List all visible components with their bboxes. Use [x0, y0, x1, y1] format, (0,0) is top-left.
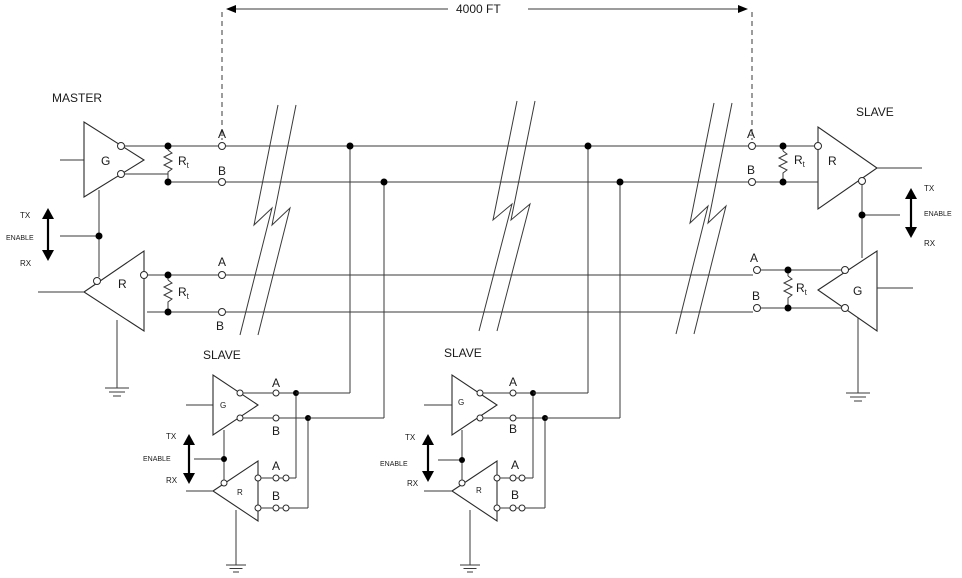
- slave-2-a-bottom: A: [511, 458, 519, 472]
- slave-right-receiver: [817, 125, 878, 211]
- distance-label: 4000 FT: [456, 2, 501, 16]
- master-rt-label-top: Rt: [178, 154, 190, 170]
- slave-2-title: SLAVE: [444, 346, 482, 360]
- slave-2-b-top: B: [509, 422, 517, 436]
- slave-right-rt-label-top: Rt: [794, 153, 806, 169]
- master-enable: ENABLE: [6, 235, 34, 242]
- distance-dimension: 4000 FT: [221, 2, 753, 140]
- master-title: MASTER: [52, 91, 102, 105]
- master-driver-label: G: [101, 154, 110, 168]
- master-rx: RX: [20, 259, 32, 268]
- master-node: MASTER G R Rt Rt: [6, 91, 226, 397]
- slave-right-rt-label-bottom: Rt: [796, 281, 808, 297]
- slave-1-node: SLAVE G R A B A: [143, 348, 384, 573]
- slave-1-receiver-label: R: [237, 488, 243, 497]
- slave-2-driver-label: G: [458, 398, 464, 407]
- master-a-bottom: A: [218, 255, 226, 269]
- slave-1-b-bottom: B: [272, 489, 280, 503]
- slave-2-driver: [451, 373, 498, 437]
- bus-lines: [226, 145, 753, 418]
- slave-1-driver-label: G: [220, 401, 226, 410]
- slave-2-receiver-label: R: [476, 486, 482, 495]
- master-receiver-label: R: [118, 277, 127, 291]
- master-driver: [83, 121, 146, 198]
- bus-junctions: [346, 142, 624, 186]
- slave-1-title: SLAVE: [203, 348, 241, 362]
- slave-2-b-bottom: B: [511, 488, 519, 502]
- slave-right-node: SLAVE R G Rt Rt: [747, 105, 952, 402]
- master-rt-label-bottom: Rt: [178, 285, 190, 301]
- slave-1-rx: RX: [166, 476, 178, 485]
- slave-2-enable: ENABLE: [380, 461, 408, 468]
- master-b-bottom: B: [216, 319, 224, 333]
- master-receiver: [83, 249, 145, 333]
- slave-right-title: SLAVE: [856, 105, 894, 119]
- master-tx: TX: [20, 211, 31, 220]
- slave-right-rx: RX: [924, 239, 936, 248]
- slave-1-enable: ENABLE: [143, 456, 171, 463]
- master-b-top: B: [218, 164, 226, 178]
- slave-right-a-top: A: [747, 127, 755, 141]
- slave-1-a-bottom: A: [272, 459, 280, 473]
- slave-2-tx: TX: [405, 433, 416, 442]
- slave-1-a-top: A: [272, 376, 280, 390]
- slave-1-receiver: [212, 459, 259, 523]
- slave-right-driver: [817, 249, 878, 333]
- slave-right-b-bottom: B: [752, 289, 760, 303]
- slave-right-tx: TX: [924, 184, 935, 193]
- slave-1-b-top: B: [272, 424, 280, 438]
- slave-2-receiver: [451, 459, 498, 523]
- cable-break-marks: [239, 100, 733, 336]
- slave-right-enable: ENABLE: [924, 211, 952, 218]
- slave-2-a-top: A: [509, 375, 517, 389]
- slave-1-tx: TX: [166, 432, 177, 441]
- slave-right-a-bottom: A: [750, 251, 758, 265]
- slave-2-node: SLAVE G R A B A: [380, 346, 620, 573]
- slave-2-rx: RX: [407, 479, 419, 488]
- slave-right-driver-label: G: [853, 284, 862, 298]
- slave-right-b-top: B: [747, 163, 755, 177]
- slave-right-receiver-label: R: [828, 154, 837, 168]
- master-a-top: A: [218, 127, 226, 141]
- slave-1-driver: [212, 373, 259, 437]
